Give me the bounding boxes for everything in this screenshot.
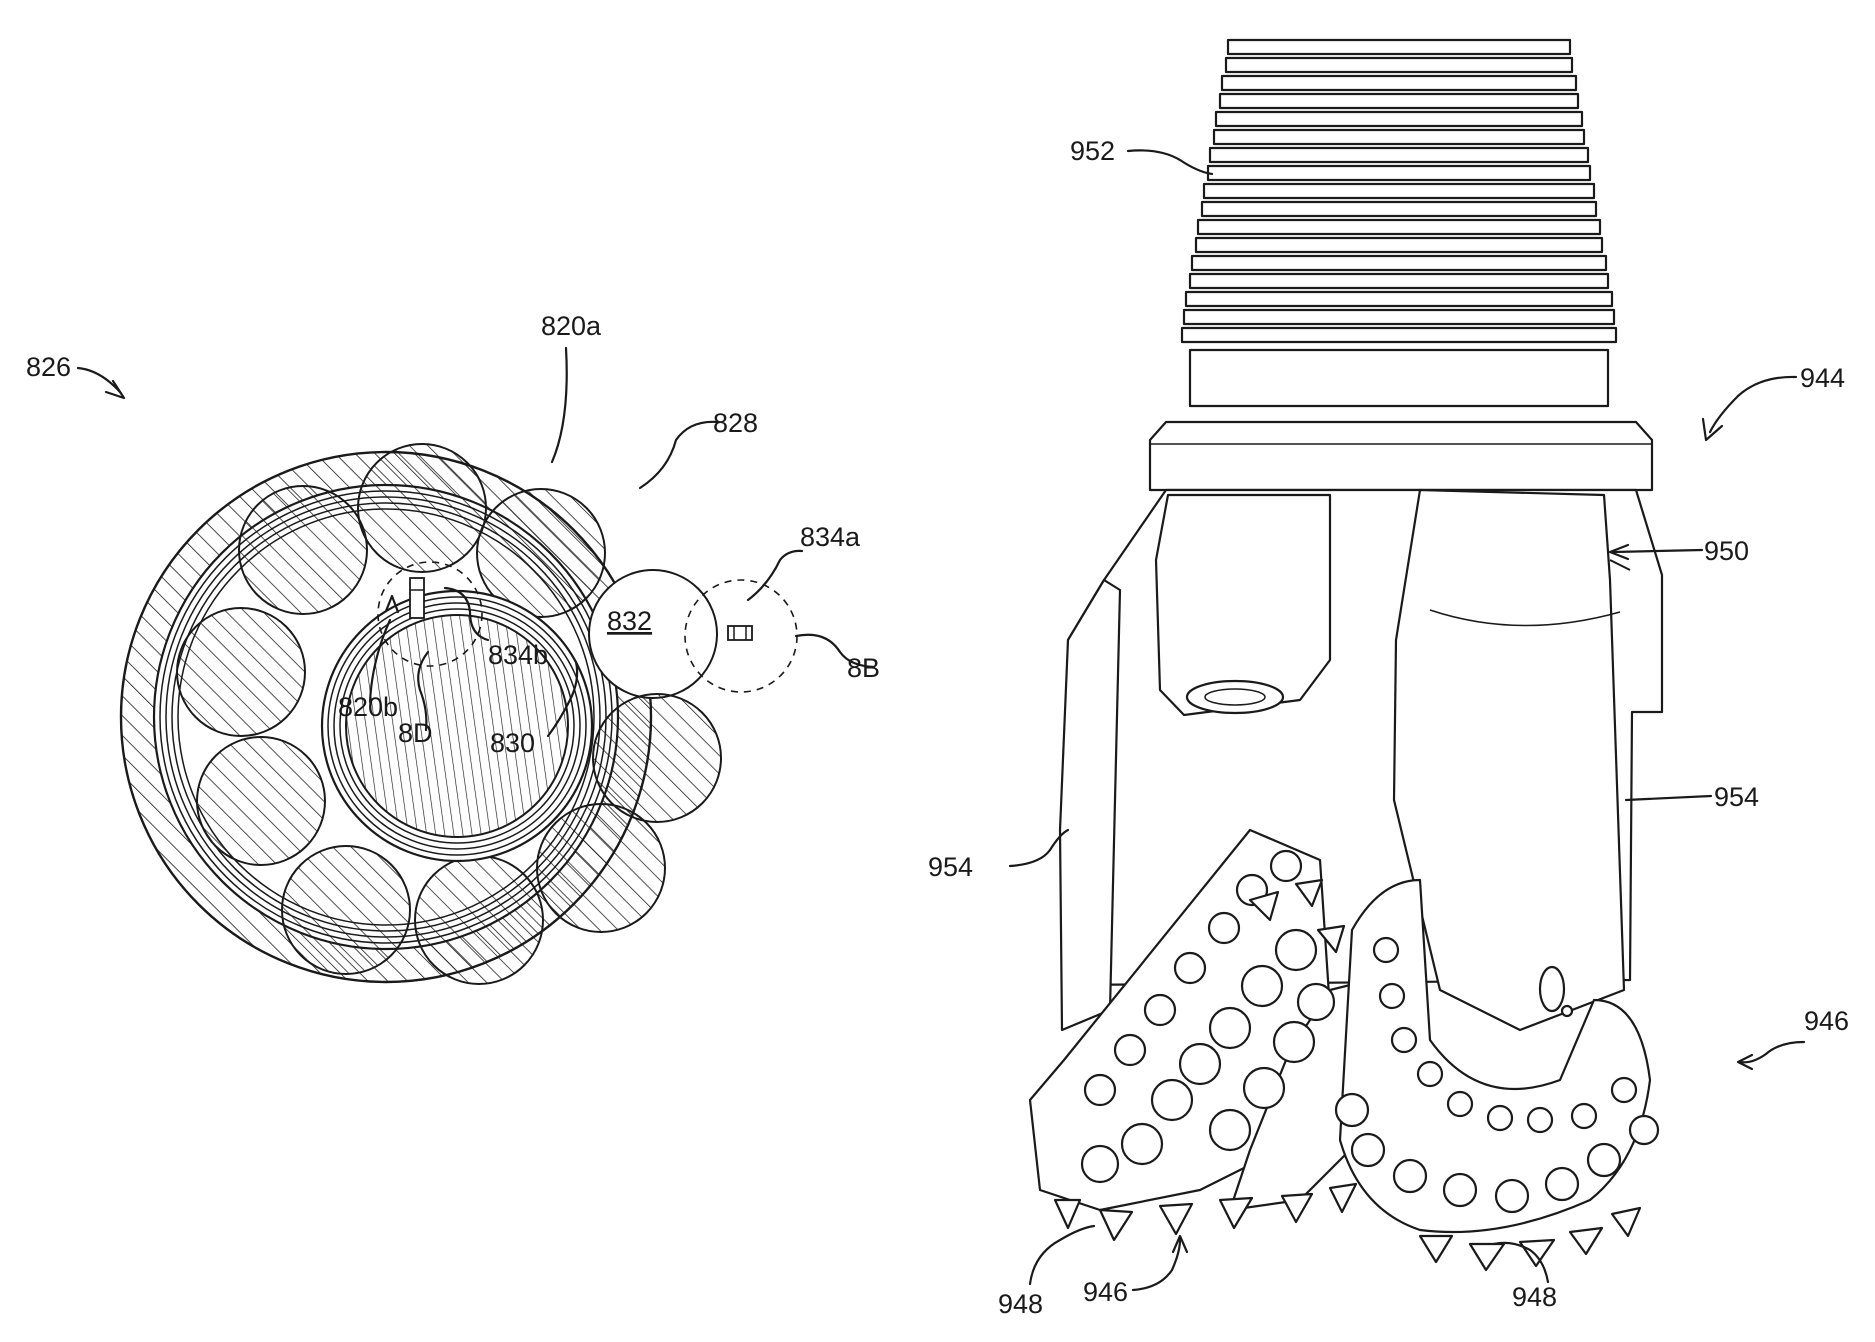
label-952: 952 — [1070, 136, 1115, 166]
label-950: 950 — [1704, 536, 1749, 566]
leg-left — [1060, 580, 1120, 1030]
label-830: 830 — [490, 728, 535, 758]
lube-port — [1540, 967, 1564, 1011]
label-820b: 820b — [338, 692, 398, 722]
nozzle — [1187, 681, 1283, 713]
threaded-pin — [1182, 40, 1616, 342]
label-832: 832 — [607, 606, 652, 636]
label-826: 826 — [26, 352, 71, 382]
drill-bit — [1010, 40, 1804, 1290]
cable-cross-section — [78, 348, 874, 984]
label-834a: 834a — [800, 522, 861, 552]
label-834b: 834b — [488, 640, 548, 670]
label-946-right: 946 — [1804, 1006, 1849, 1036]
label-954-left: 954 — [928, 852, 973, 882]
label-948-left: 948 — [998, 1289, 1043, 1319]
shoulder — [1150, 422, 1652, 490]
label-828: 828 — [713, 408, 758, 438]
label-954-right: 954 — [1714, 782, 1759, 812]
label-820a: 820a — [541, 311, 602, 341]
label-946-bottom: 946 — [1083, 1277, 1128, 1307]
pin-neck — [1190, 350, 1608, 406]
label-948-right: 948 — [1512, 1282, 1557, 1312]
label-8D: 8D — [398, 718, 433, 748]
label-8B: 8B — [847, 653, 880, 683]
label-944: 944 — [1800, 363, 1845, 393]
